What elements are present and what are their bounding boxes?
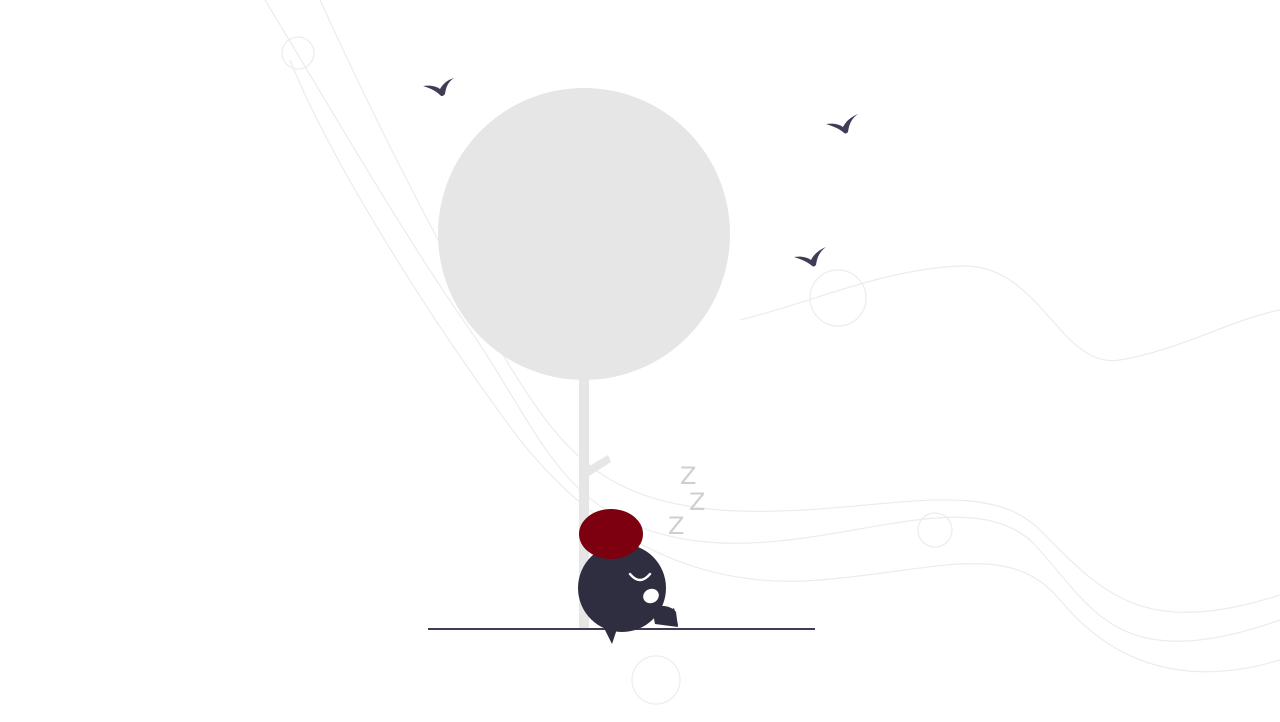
character-hat bbox=[579, 509, 643, 559]
sleep-letter: Z bbox=[668, 512, 684, 540]
background-circle bbox=[631, 655, 681, 705]
background-decoration bbox=[264, 0, 1280, 705]
tree-crown bbox=[438, 88, 730, 380]
tree-trunk bbox=[579, 374, 589, 630]
background-circle bbox=[281, 36, 315, 70]
character-foot bbox=[600, 620, 618, 644]
background-line bbox=[319, 0, 1280, 613]
character-body bbox=[578, 544, 666, 632]
sleep-letter: Z bbox=[680, 462, 696, 490]
sleep-zzz: Z Z Z bbox=[668, 462, 705, 540]
bird-icon bbox=[423, 78, 454, 97]
sleep-letter: Z bbox=[689, 488, 705, 516]
birds bbox=[423, 78, 858, 267]
character-foot bbox=[668, 608, 678, 626]
tree-branch bbox=[586, 455, 611, 476]
bird-icon bbox=[794, 247, 826, 267]
background-line bbox=[289, 59, 1280, 673]
bird-icon bbox=[826, 114, 858, 134]
sleeping-character bbox=[578, 509, 678, 644]
tree bbox=[438, 88, 730, 630]
background-circle bbox=[917, 512, 953, 548]
background-line bbox=[739, 265, 1280, 362]
background-line bbox=[264, 0, 1280, 642]
character-mouth bbox=[643, 588, 659, 604]
character-eye bbox=[628, 572, 652, 582]
background-circle bbox=[809, 269, 867, 327]
